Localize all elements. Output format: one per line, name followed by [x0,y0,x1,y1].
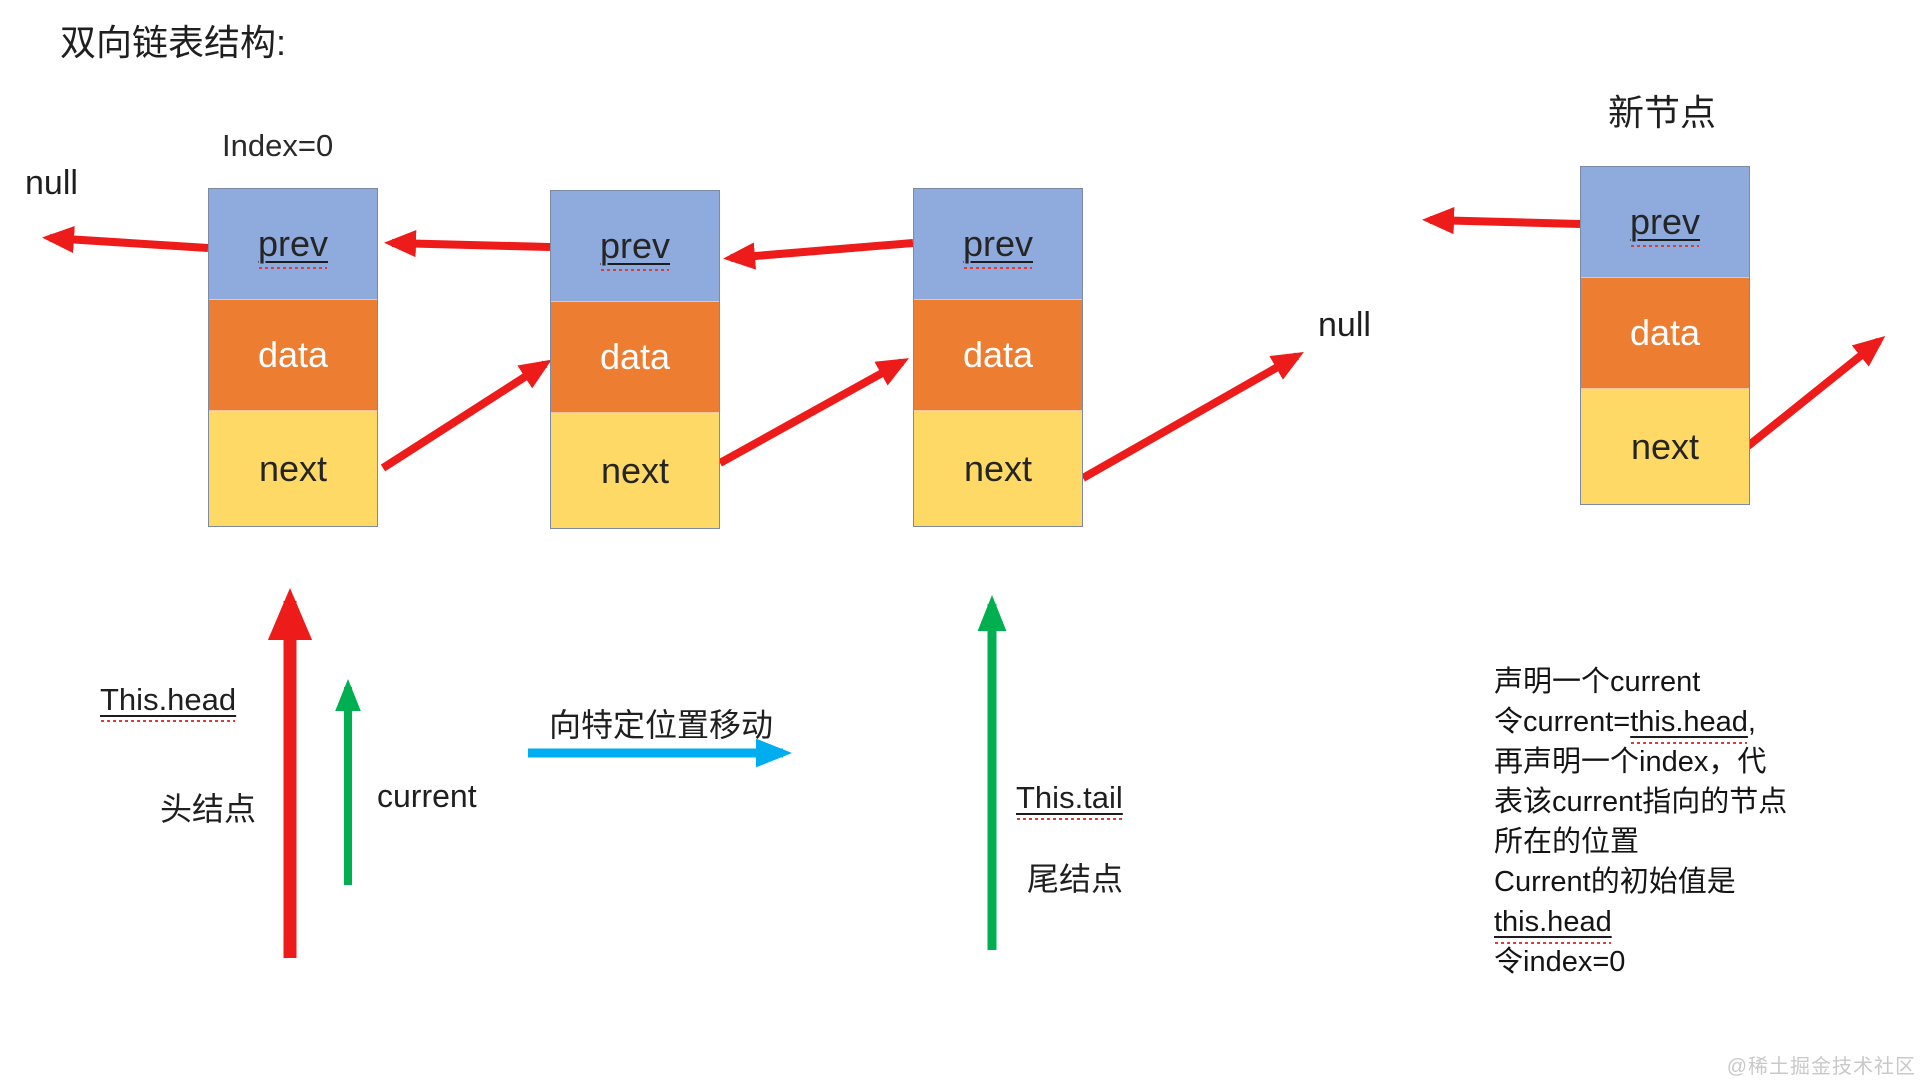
new-node-title: 新节点 [1608,92,1717,133]
data-label: data [599,336,671,377]
arrow-head-prev-to-null [42,225,209,254]
head-node-cn-label: 头结点 [160,791,257,827]
prev-label: prev [1629,201,1701,247]
prev-label: prev [257,223,329,269]
node-middle-prev-field: prev [551,191,719,301]
data-label: data [1629,312,1701,353]
arrow-newnode-next-right [1745,335,1886,450]
arrow-node3-prev-to-node2 [723,239,914,270]
arrow-newnode-prev-left [1422,207,1581,235]
this-head-label: This.head [100,682,237,722]
node-new-data-field: data [1581,277,1749,389]
next-label: next [1630,425,1700,467]
prev-label: prev [599,225,671,271]
note-line-5: 所在的位置 [1494,826,1640,858]
watermark: @稀土掘金技术社区 [1726,1056,1916,1078]
node-new-next-field: next [1581,389,1749,504]
node-tail-prev-field: prev [914,189,1082,299]
notes-block: 声明一个current 令current=this.head, 再声明一个ind… [1494,662,1787,982]
node-tail-next-field: next [914,411,1082,526]
node-middle: prev data next [550,190,720,529]
next-label: next [600,449,670,491]
note-line-1: 声明一个current [1494,666,1701,698]
note-line-4: 表该current指向的节点 [1494,786,1788,818]
note-line-7: this.head [1494,902,1787,944]
index-label: Index=0 [222,128,334,163]
node-new-prev-field: prev [1581,167,1749,277]
note-line-6: Current的初始值是 [1494,866,1736,898]
note-line-8: 令index=0 [1494,946,1626,978]
tail-node-cn-label: 尾结点 [1027,861,1124,897]
node-tail-data-field: data [914,299,1082,411]
arrow-node2-next-to-node3 [718,358,909,467]
data-label: data [962,334,1034,375]
arrow-node1-next-to-node2 [380,359,552,472]
node-head-next-field: next [209,411,377,526]
node-new: prev data next [1580,166,1750,505]
node-head-prev-field: prev [209,189,377,299]
data-label: data [257,334,329,375]
null-label-middle: null [1318,306,1371,344]
prev-label: prev [962,223,1034,269]
node-head: prev data next [208,188,378,527]
note-line-3: 再声明一个index，代 [1494,746,1767,778]
null-label-left: null [25,164,78,202]
note-line-2: 令current=this.head, [1494,702,1787,744]
arrow-node2-prev-to-node1 [384,230,551,258]
node-middle-data-field: data [551,301,719,413]
this-tail-label: This.tail [1016,780,1123,820]
move-to-position-label: 向特定位置移动 [549,707,774,743]
next-label: next [258,447,328,489]
node-tail: prev data next [913,188,1083,527]
node-middle-next-field: next [551,413,719,528]
page-title: 双向链表结构: [60,22,287,63]
arrow-node3-next-to-null [1081,352,1304,482]
current-label: current [377,778,477,814]
next-label: next [963,447,1033,489]
node-head-data-field: data [209,299,377,411]
